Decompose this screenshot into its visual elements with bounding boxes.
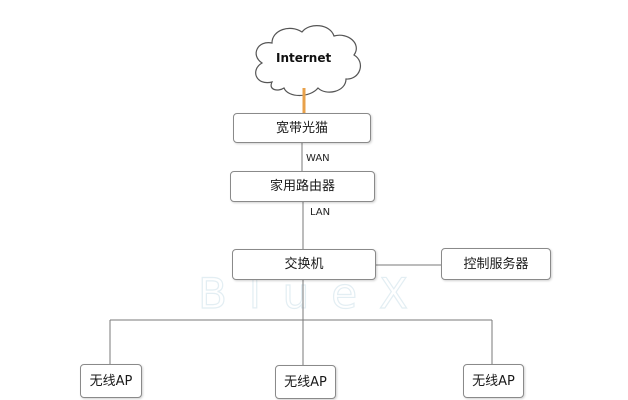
ap-left-node: 无线AP (80, 364, 142, 398)
lan-label: LAN (310, 207, 331, 218)
ap-center-label: 无线AP (284, 374, 327, 390)
switch-label: 交换机 (284, 257, 324, 272)
ap-center-node: 无线AP (275, 365, 336, 399)
modem-label: 宽带光猫 (275, 120, 328, 136)
router-label: 家用路由器 (269, 179, 335, 194)
modem-node: 宽带光猫 (233, 113, 371, 143)
wan-label: WAN (306, 153, 330, 164)
control-server-node: 控制服务器 (441, 248, 551, 280)
ap-right-label: 无线AP (472, 373, 515, 389)
router-node: 家用路由器 (230, 171, 375, 202)
cloud-shape (255, 25, 362, 97)
control-server-label: 控制服务器 (463, 256, 529, 272)
ap-left-label: 无线AP (89, 373, 133, 389)
internet-label: Internet (276, 51, 332, 65)
ap-right-node: 无线AP (463, 364, 524, 398)
switch-node: 交换机 (232, 249, 376, 280)
